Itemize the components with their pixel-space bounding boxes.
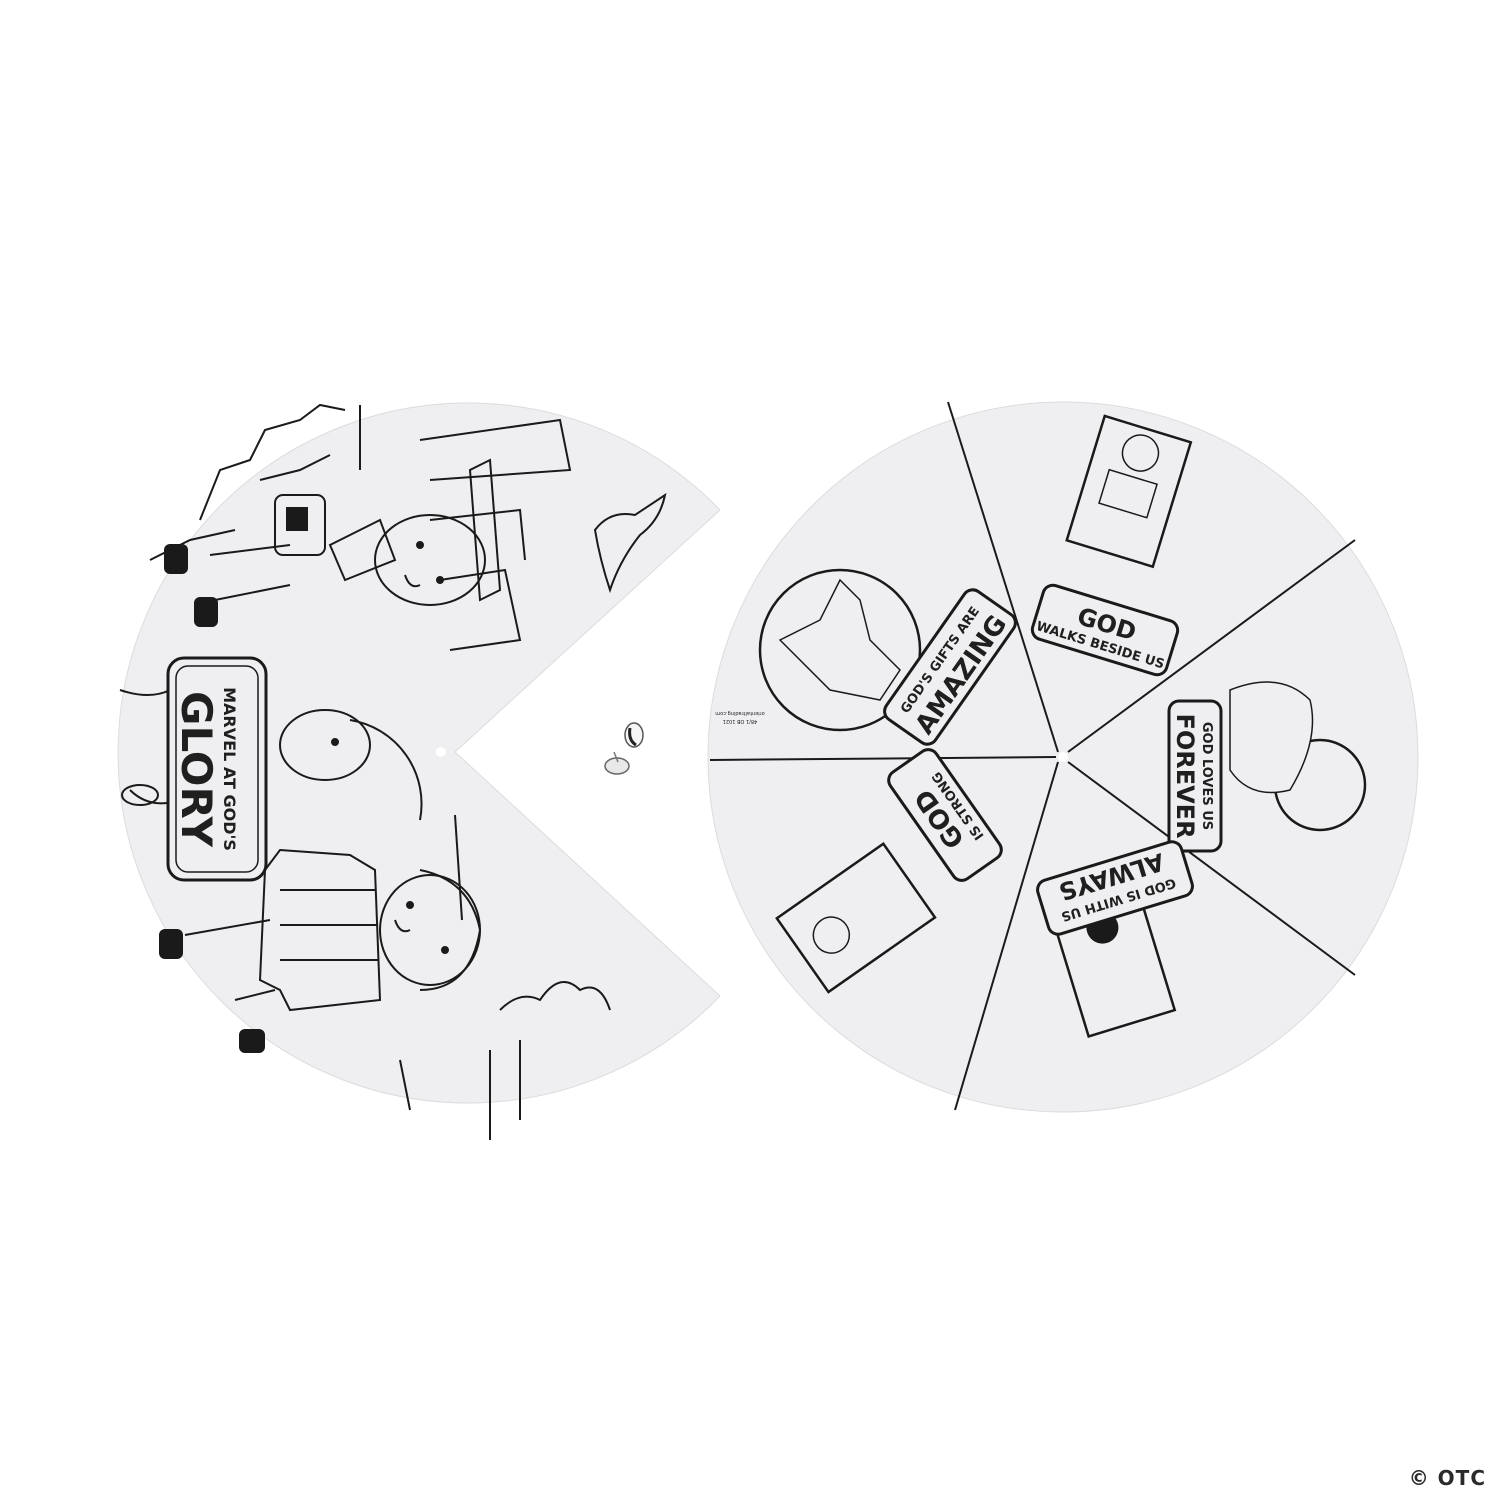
sign-line-1: MARVEL AT GOD'S xyxy=(220,687,239,851)
section-forever: GOD LOVES US FOREVER xyxy=(1167,681,1367,853)
sign-line-2: GLORY xyxy=(172,691,221,847)
coloring-scene xyxy=(119,403,667,1140)
right-wheel: GOD'S GIFTS ARE AMAZING 48/1 OB 1021 ori… xyxy=(707,401,1419,1113)
svg-text:orientaltrading.com: orientaltrading.com xyxy=(715,710,765,716)
center-hole xyxy=(436,747,446,757)
center-hole xyxy=(1058,752,1068,762)
forever-small: GOD LOVES US xyxy=(1199,722,1214,830)
section-strong: GOD IS STRONG xyxy=(775,748,1003,994)
forever-big: FOREVER xyxy=(1171,713,1199,838)
section-dividers xyxy=(709,401,1356,1111)
credit-text: OTC xyxy=(1437,1466,1486,1490)
left-wheel: MARVEL AT GOD'S GLORY xyxy=(117,402,721,1140)
brad-fastener xyxy=(604,722,644,775)
svg-text:48/1 OB 1021: 48/1 OB 1021 xyxy=(723,718,758,724)
marvel-sign: MARVEL AT GOD'S GLORY xyxy=(166,656,268,882)
copyright-icon: © xyxy=(1408,1466,1430,1490)
copyright-credit: © OTC xyxy=(1409,1466,1486,1490)
